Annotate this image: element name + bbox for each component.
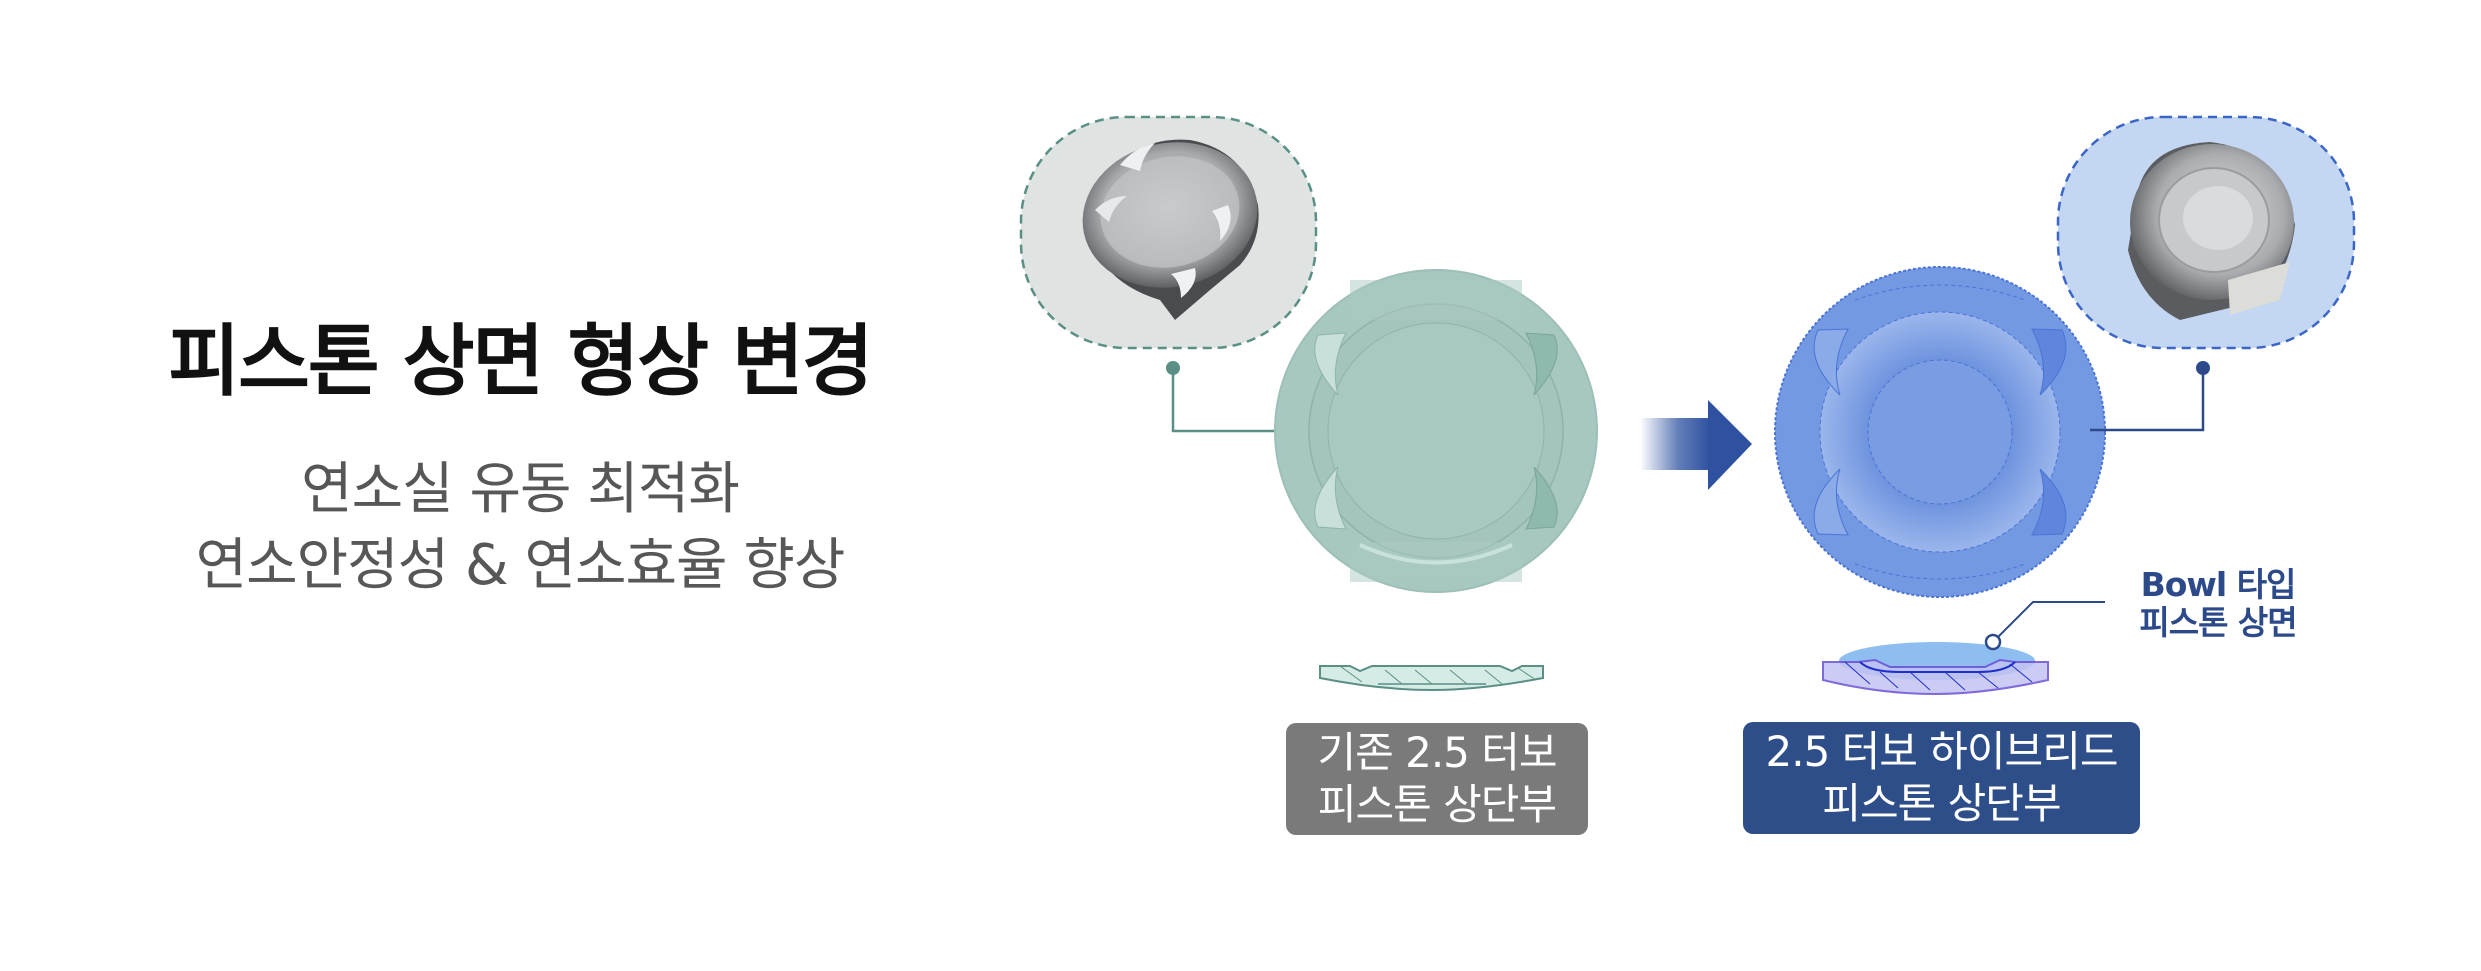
subtitle: 연소실 유동 최적화 연소안정성 & 연소효율 향상 <box>100 452 940 604</box>
before-label: 기존 2.5 터보 피스톤 상단부 <box>1286 723 1588 835</box>
piston-cross-section-icon <box>1319 665 1544 692</box>
piston-photo-icon <box>1082 139 1259 320</box>
before-connector-line <box>1166 361 1280 433</box>
after-label: 2.5 터보 하이브리드 피스톤 상단부 <box>1743 722 2140 834</box>
bowl-annotation-leader <box>1984 601 2105 651</box>
after-label-line-2: 피스톤 상단부 <box>1822 779 2061 828</box>
right-arrow-icon <box>1640 400 1752 490</box>
subtitle-line-1: 연소실 유동 최적화 <box>301 457 740 522</box>
after-connector-line <box>2090 361 2210 432</box>
piston-top-view-icon <box>1274 269 1598 593</box>
before-photo-bubble <box>1019 115 1318 350</box>
bowl-annotation: Bowl 타입 피스톤 상면 <box>2118 566 2318 642</box>
after-photo-bubble <box>2056 115 2356 350</box>
subtitle-line-2: 연소안정성 & 연소효율 향상 <box>195 533 846 598</box>
bowl-piston-cross-section-icon <box>1822 642 2049 696</box>
before-label-line-1: 기존 2.5 터보 <box>1317 728 1557 777</box>
piston-photo-icon <box>2128 142 2295 320</box>
after-label-line-1: 2.5 터보 하이브리드 <box>1765 727 2119 776</box>
piston-top-view-icon <box>1774 266 2106 598</box>
bowl-annotation-line-1: Bowl 타입 <box>2140 565 2297 604</box>
page-title: 피스톤 상면 형상 변경 <box>168 317 873 407</box>
before-label-line-2: 피스톤 상단부 <box>1317 780 1557 829</box>
bowl-annotation-line-2: 피스톤 상면 <box>2139 603 2297 642</box>
